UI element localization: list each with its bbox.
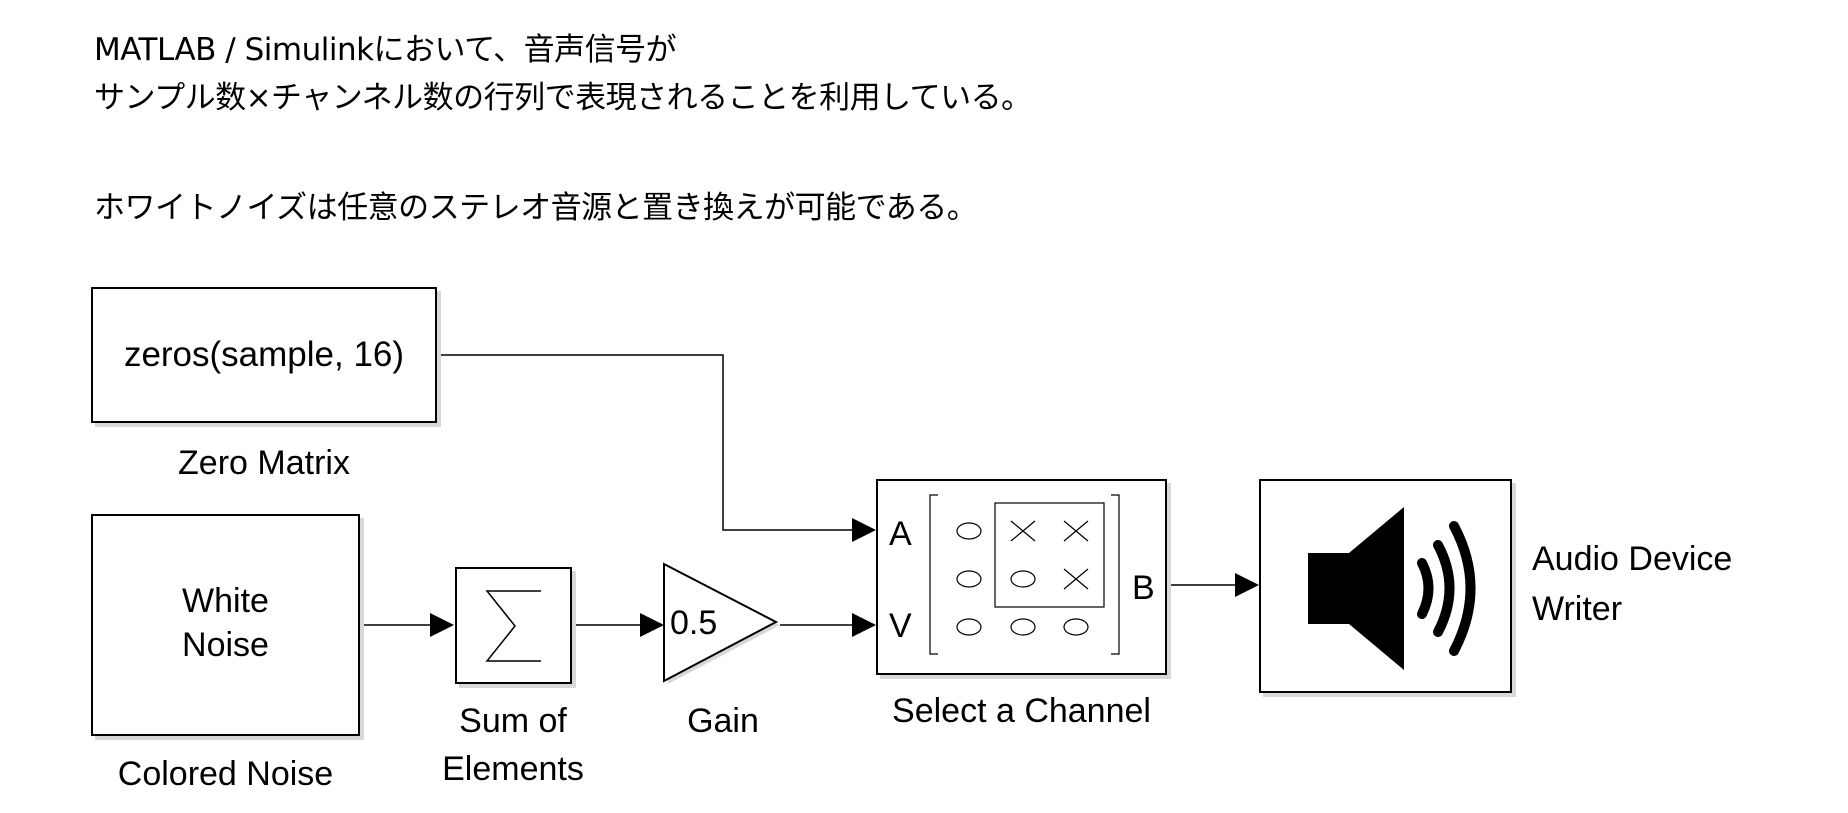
zero-matrix-content: zeros(sample, 16) bbox=[123, 335, 405, 374]
note-line-2: サンプル数×チャンネル数の行列で表現されることを利用している。 bbox=[94, 80, 1032, 116]
colored-noise-content-2: Noise bbox=[182, 626, 269, 664]
sum-label-2: Elements bbox=[442, 750, 584, 788]
port-b-label: B bbox=[1132, 569, 1155, 607]
audio-label-2: Writer bbox=[1532, 590, 1623, 628]
select-channel-block[interactable]: A V B bbox=[876, 479, 1167, 675]
arrowhead-select-v bbox=[852, 613, 876, 637]
select-channel-label: Select a Channel bbox=[892, 692, 1151, 730]
zero-matrix-label: Zero Matrix bbox=[178, 444, 350, 482]
sigma-icon bbox=[485, 590, 541, 662]
arrowhead-audio-in bbox=[1235, 573, 1259, 597]
sum-label-1: Sum of bbox=[459, 702, 567, 740]
port-a-label: A bbox=[889, 515, 912, 553]
port-v-label: V bbox=[889, 607, 912, 645]
audio-label-1: Audio Device bbox=[1532, 540, 1733, 578]
arrowhead-select-a bbox=[852, 518, 876, 542]
wire-zero-to-select bbox=[441, 354, 852, 531]
speaker-icon bbox=[1308, 507, 1476, 670]
note-line-3: ホワイトノイズは任意のステレオ音源と置き換えが可能である。 bbox=[94, 190, 978, 226]
arrowhead-sum-in bbox=[430, 613, 454, 637]
colored-noise-block[interactable]: White Noise bbox=[91, 514, 360, 736]
gain-label: Gain bbox=[687, 702, 759, 740]
note-line-1: MATLAB / Simulinkにおいて、音声信号が bbox=[94, 32, 677, 68]
gain-value: 0.5 bbox=[670, 604, 718, 642]
sum-of-elements-block[interactable] bbox=[455, 567, 572, 684]
zero-matrix-block[interactable]: zeros(sample, 16) bbox=[91, 287, 437, 423]
arrowhead-gain-in bbox=[640, 613, 664, 637]
matrix-select-icon bbox=[929, 494, 1120, 655]
colored-noise-content-1: White bbox=[182, 582, 269, 620]
audio-device-writer-block[interactable] bbox=[1259, 479, 1512, 693]
gain-block[interactable] bbox=[660, 560, 786, 690]
colored-noise-label: Colored Noise bbox=[117, 755, 334, 793]
